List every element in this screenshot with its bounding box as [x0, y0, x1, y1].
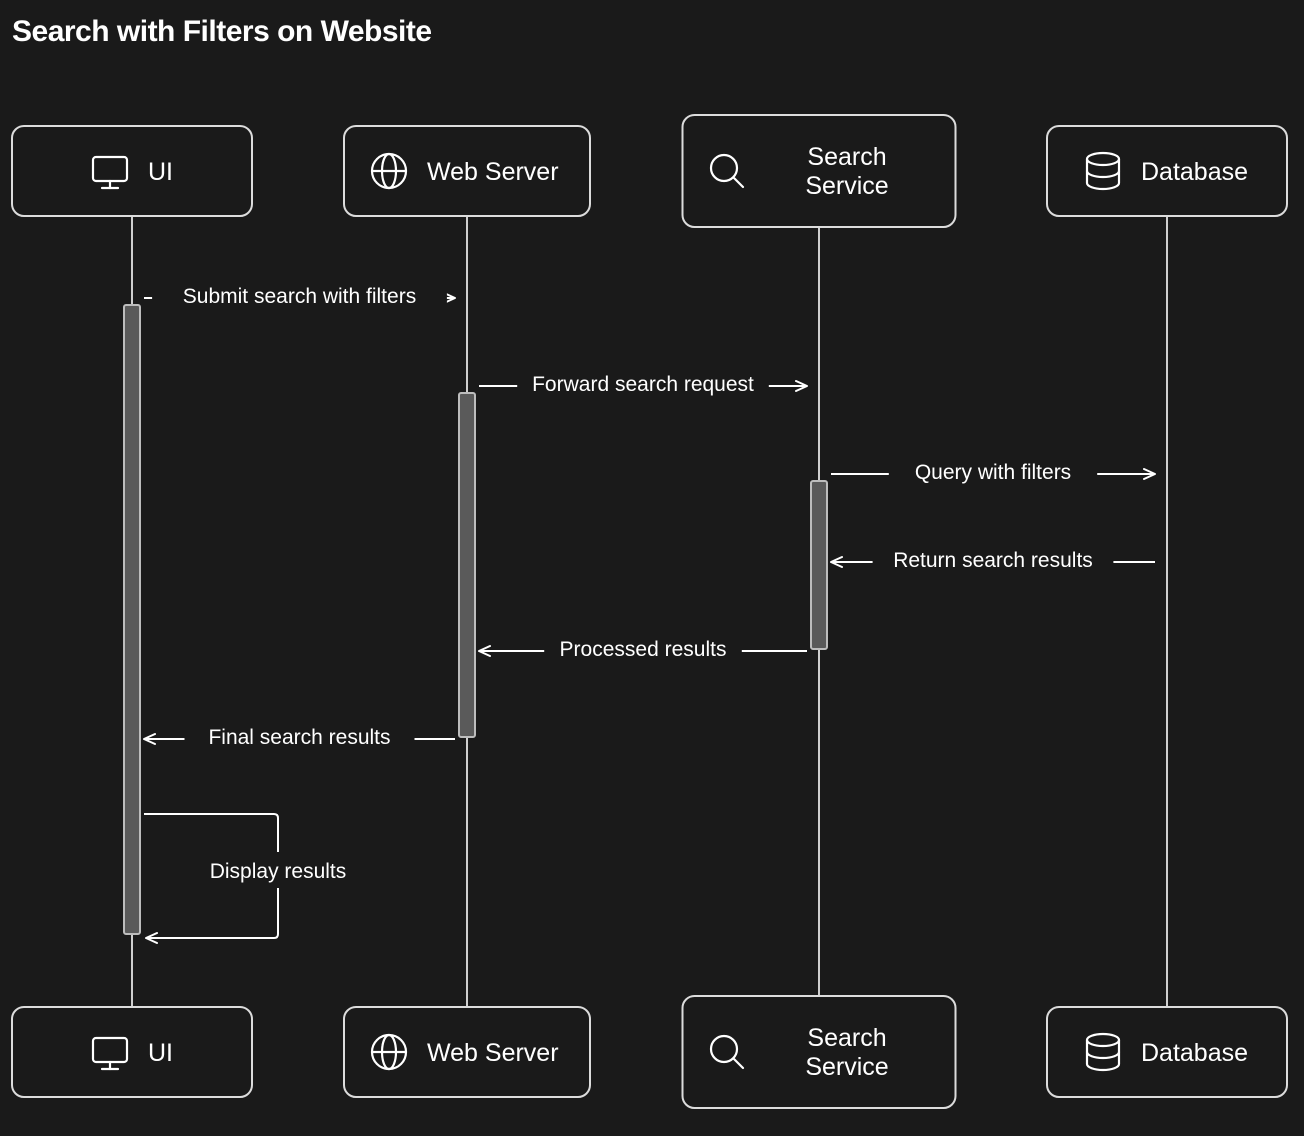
database-icon — [1085, 1032, 1121, 1072]
participant-label: UI — [148, 158, 173, 186]
message-web-to-search: Forward search request — [479, 368, 808, 396]
message-label: Processed results — [560, 638, 727, 661]
message-label: Display results — [210, 860, 347, 883]
participant-label: UI — [148, 1039, 173, 1067]
participant-web-bottom: Web Server — [343, 1006, 591, 1098]
participant-web-top: Web Server — [343, 125, 591, 217]
activation-bar-web — [458, 392, 476, 738]
activation-bar-search — [810, 480, 828, 650]
message-ui-to-ui: Display results — [144, 813, 353, 944]
participant-label: Service — [805, 172, 888, 200]
participant-label: Web Server — [427, 158, 559, 186]
globe-icon — [370, 1033, 408, 1071]
message-label: Query with filters — [915, 461, 1071, 484]
message-label: Return search results — [893, 549, 1093, 572]
participant-label: Database — [1141, 158, 1248, 186]
activation-bar-ui — [123, 304, 141, 935]
participant-db-bottom: Database — [1046, 1006, 1288, 1098]
diagram-title: Search with Filters on Website — [12, 15, 432, 48]
participant-db-top: Database — [1046, 125, 1288, 217]
search-icon — [709, 1034, 745, 1070]
message-web-to-ui: Final search results — [143, 721, 455, 749]
message-db-to-search: Return search results — [830, 544, 1155, 572]
monitor-icon — [91, 1036, 129, 1071]
message-ui-to-web: Submit search with filters — [144, 280, 456, 308]
participant-label: Search — [807, 1024, 886, 1052]
message-search-to-web: Processed results — [478, 633, 807, 661]
globe-icon — [370, 152, 408, 190]
participant-label: Database — [1141, 1039, 1248, 1067]
participant-label: Search — [807, 143, 886, 171]
participant-ui-bottom: UI — [11, 1006, 253, 1098]
participant-label: Web Server — [427, 1039, 559, 1067]
database-icon — [1085, 151, 1121, 191]
monitor-icon — [91, 155, 129, 190]
participant-ui-top: UI — [11, 125, 253, 217]
message-label: Final search results — [208, 726, 390, 749]
search-icon — [709, 153, 745, 189]
message-label: Submit search with filters — [183, 285, 416, 308]
participant-label: Service — [805, 1053, 888, 1081]
message-label: Forward search request — [532, 373, 754, 396]
message-search-to-db: Query with filters — [831, 456, 1156, 484]
